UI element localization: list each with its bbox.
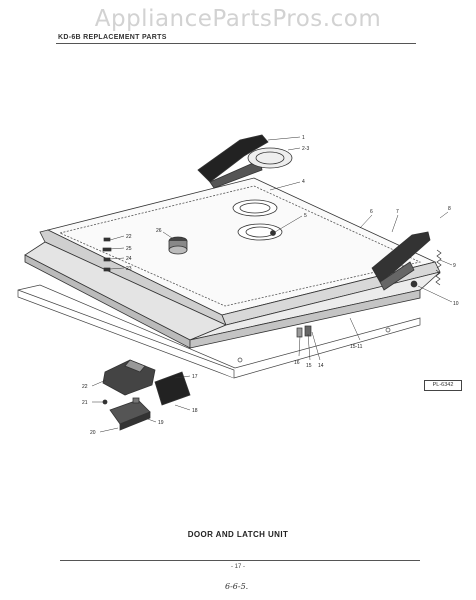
callout-5: 5 [304,213,307,219]
callout-21: 22 [82,384,88,390]
clips [296,325,312,338]
diagram-caption: DOOR AND LATCH UNIT [187,530,289,539]
callout-20: 21 [82,400,88,406]
leader-lines [91,136,453,433]
callout-22: 23 [126,266,132,272]
callout-15-11: 15-11 [350,344,363,350]
callout-10: 10 [453,301,459,307]
dispenser-cup [232,147,293,241]
callout-8: 8 [448,206,451,212]
callout-26: 26 [156,228,162,234]
handwritten-note: 6-6-5. [225,582,249,591]
callout-1: 1 [302,135,305,141]
callout-14: 15 [306,363,312,369]
callout-21-upper: 22 [126,234,132,240]
reference-code-box: PL-6342 [424,380,462,391]
callout-24: 25 [126,246,132,252]
outer-panel [17,284,421,379]
header-label: KD-6B REPLACEMENT PARTS [58,34,167,41]
hinge-arm [197,134,269,189]
knob [168,236,188,255]
callout-13: 14 [318,363,324,369]
latch-assembly [102,359,191,431]
footer-rule [60,560,420,561]
callout-18: 19 [158,420,164,426]
latch-hardware [102,237,112,272]
callout-15: 16 [294,360,300,366]
callout-17: 18 [192,408,198,414]
callout-9: 9 [453,263,456,269]
callout-2-3: 2-3 [302,146,309,152]
callout-16: 17 [192,374,198,380]
callout-labels: 1 2-3 4 5 6 7 8 9 10 15-11 16 15 14 17 1… [82,135,459,436]
watermark: AppliancePartsPros.com [94,6,382,32]
callout-23: 24 [126,256,132,262]
right-hinge-arm [371,231,431,291]
page-number: - 17 - [230,564,245,570]
header-rule [56,43,416,44]
callout-19: 20 [90,430,96,436]
callout-6: 6 [370,209,373,215]
spring [410,249,442,288]
callout-4: 4 [302,179,305,185]
door-panel [24,177,441,349]
callout-7: 7 [396,209,399,215]
